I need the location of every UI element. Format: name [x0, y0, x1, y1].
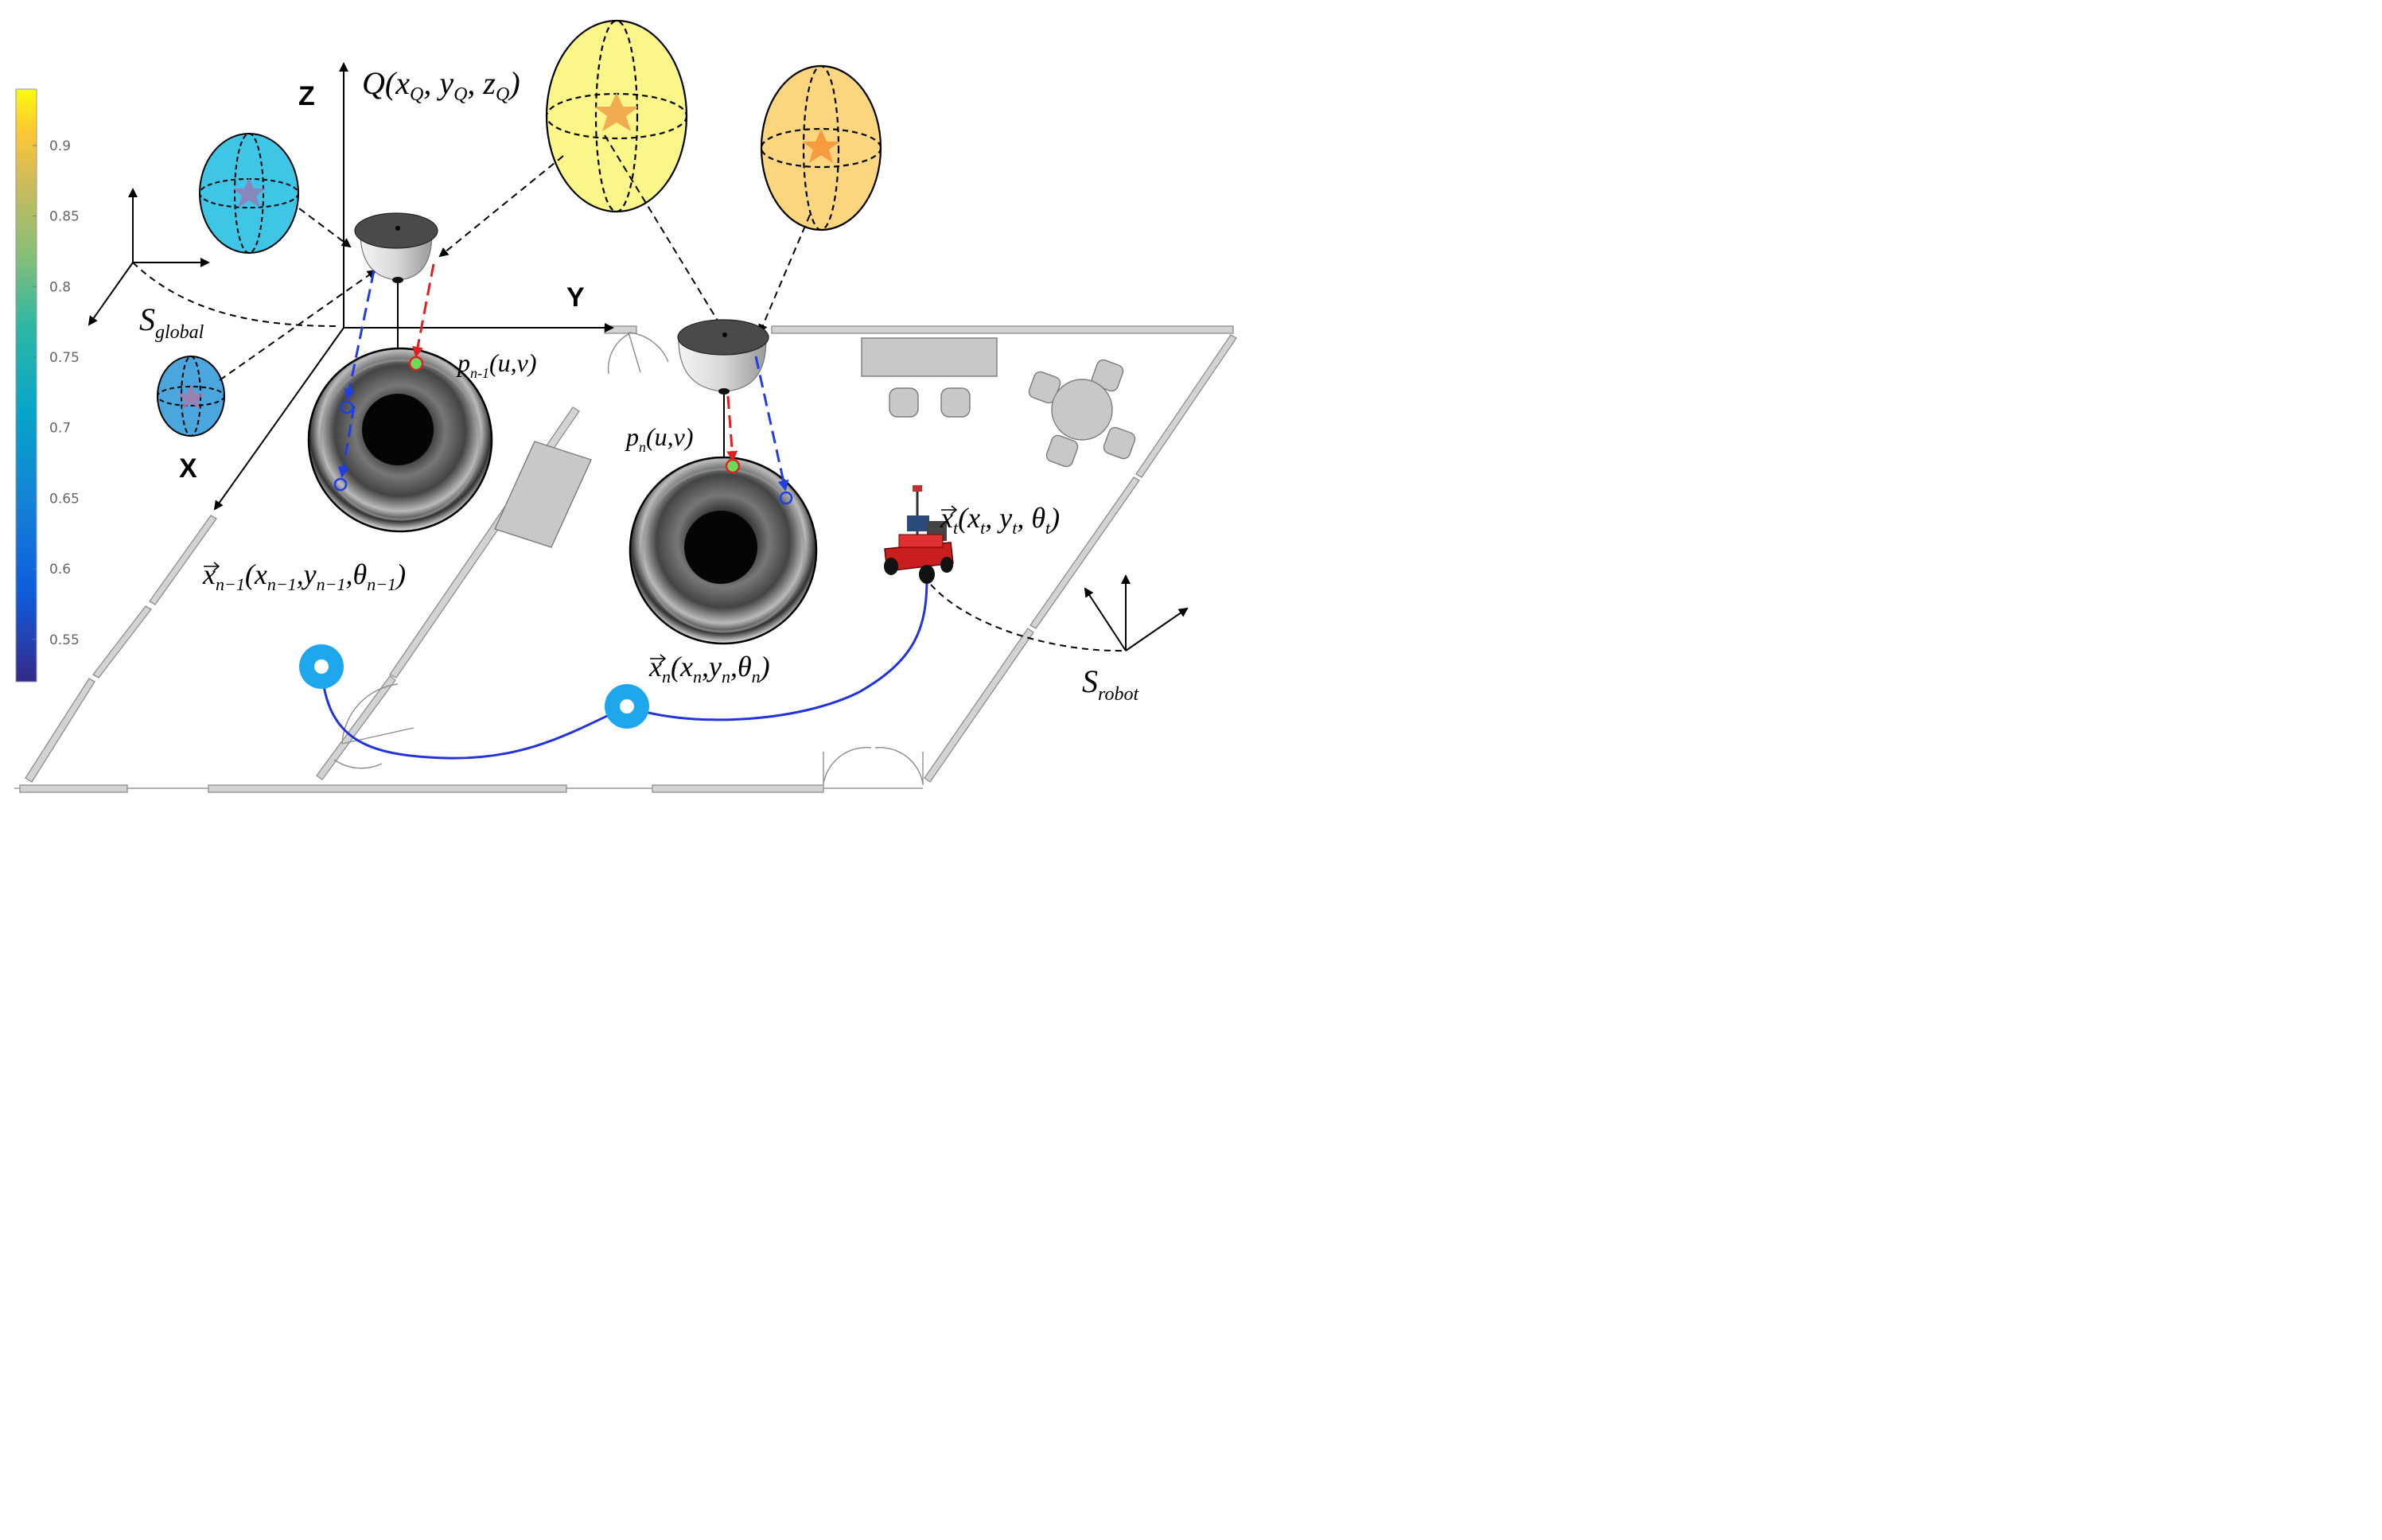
- axis-y-label: Y: [566, 282, 585, 313]
- axis-x: [213, 327, 344, 511]
- waypoint-curr: [605, 684, 649, 729]
- frame-robot-label: Srobot: [1082, 663, 1139, 705]
- projection-lines: [219, 134, 811, 381]
- colorbar: 0.9 0.85 0.8 0.75 0.7 0.65 0.6 0.55: [15, 88, 80, 682]
- colorbar-tick-label: 0.65: [49, 491, 80, 507]
- image-points: [333, 356, 793, 505]
- round-table-with-chairs: [1028, 359, 1136, 468]
- star-icon: [232, 177, 266, 208]
- wall-left-diagonal-2: [92, 605, 152, 679]
- wall-bottom-left: [19, 784, 128, 793]
- door-top: [628, 332, 669, 373]
- global-axes: [213, 62, 614, 511]
- wall-top-right-long: [771, 325, 1234, 334]
- colorbar-tick-label: 0.8: [49, 279, 71, 295]
- pose-robot-label: xt(xt, yt, θt): [940, 502, 1060, 538]
- robot-frame-axes: [930, 574, 1189, 652]
- camera-prev: [354, 212, 438, 350]
- desk: [861, 337, 998, 377]
- wall-left-diagonal-3: [149, 515, 217, 605]
- wall-right-diagonal: [924, 628, 1034, 783]
- colorbar-tick-label: 0.6: [49, 562, 71, 578]
- colorbar-bar: [15, 88, 37, 682]
- ellipsoid-yellow-large: [545, 19, 688, 213]
- star-icon: [594, 92, 639, 131]
- star-icon: [177, 384, 205, 410]
- wall-right-diagonal-2: [1029, 476, 1140, 629]
- cabinet: [494, 441, 592, 548]
- pose-curr-label: xn(xn,yn,θn): [648, 651, 770, 686]
- colorbar-tick-label: 0.75: [49, 350, 80, 366]
- svg-text:xn−1(xn−1,yn−1,θn−1): xn−1(xn−1,yn−1,θn−1): [202, 558, 406, 594]
- robot-icon: [884, 485, 954, 584]
- door-bottom-center-2: [333, 759, 383, 769]
- ellipsoid-orange-right: [760, 64, 882, 231]
- camera-curr: [677, 319, 769, 460]
- colorbar-tick-label: 0.55: [49, 632, 80, 648]
- door-bottom-right: [823, 746, 924, 784]
- global-frame-axes: [88, 188, 339, 327]
- wall-right-diagonal-3: [1135, 334, 1237, 478]
- door-top-2: [607, 333, 629, 375]
- svg-text:xt(xt, yt, θt): xt(xt, yt, θt): [940, 502, 1060, 538]
- ellipsoid-blue-small: [157, 356, 225, 437]
- chair-right: [940, 387, 971, 418]
- wall-bottom-right: [652, 784, 824, 793]
- svg-text:xn(xn,yn,θn): xn(xn,yn,θn): [648, 651, 770, 686]
- axis-z-label: Z: [298, 81, 315, 111]
- waypoint-prev: [299, 644, 344, 689]
- omni-image-curr: [629, 456, 818, 645]
- projection-curr-label: pn(u,v): [625, 422, 694, 455]
- projection-prev-label: pn-1(u,v): [456, 348, 537, 381]
- ellipsoid-cyan-medium: [199, 133, 299, 254]
- image-projection-arrows: [337, 263, 789, 492]
- frame-global-label: Sglobal: [139, 301, 204, 343]
- colorbar-tick-label: 0.7: [49, 421, 71, 437]
- axis-x-label: X: [179, 453, 197, 484]
- robot-trajectory: [320, 578, 928, 760]
- wall-center-diagonal: [316, 675, 396, 780]
- pose-prev-label: xn−1(xn−1,yn−1,θn−1): [202, 558, 406, 594]
- wall-bottom-mid: [208, 784, 567, 793]
- star-icon: [802, 129, 840, 163]
- furniture: [494, 337, 1136, 548]
- colorbar-tick-label: 0.9: [49, 138, 71, 154]
- point-q-label: Q(xQ, yQ, zQ): [362, 65, 520, 105]
- chair-left: [889, 387, 919, 418]
- wall-left-diagonal: [25, 678, 95, 783]
- colorbar-tick-label: 0.85: [49, 209, 80, 225]
- omnidirectional-mapping-diagram: 0.9 0.85 0.8 0.75 0.7 0.65 0.6 0.55 Z Y X Sglob…: [14, 19, 1237, 793]
- door-bottom-center: [341, 683, 415, 745]
- doors: [333, 332, 924, 785]
